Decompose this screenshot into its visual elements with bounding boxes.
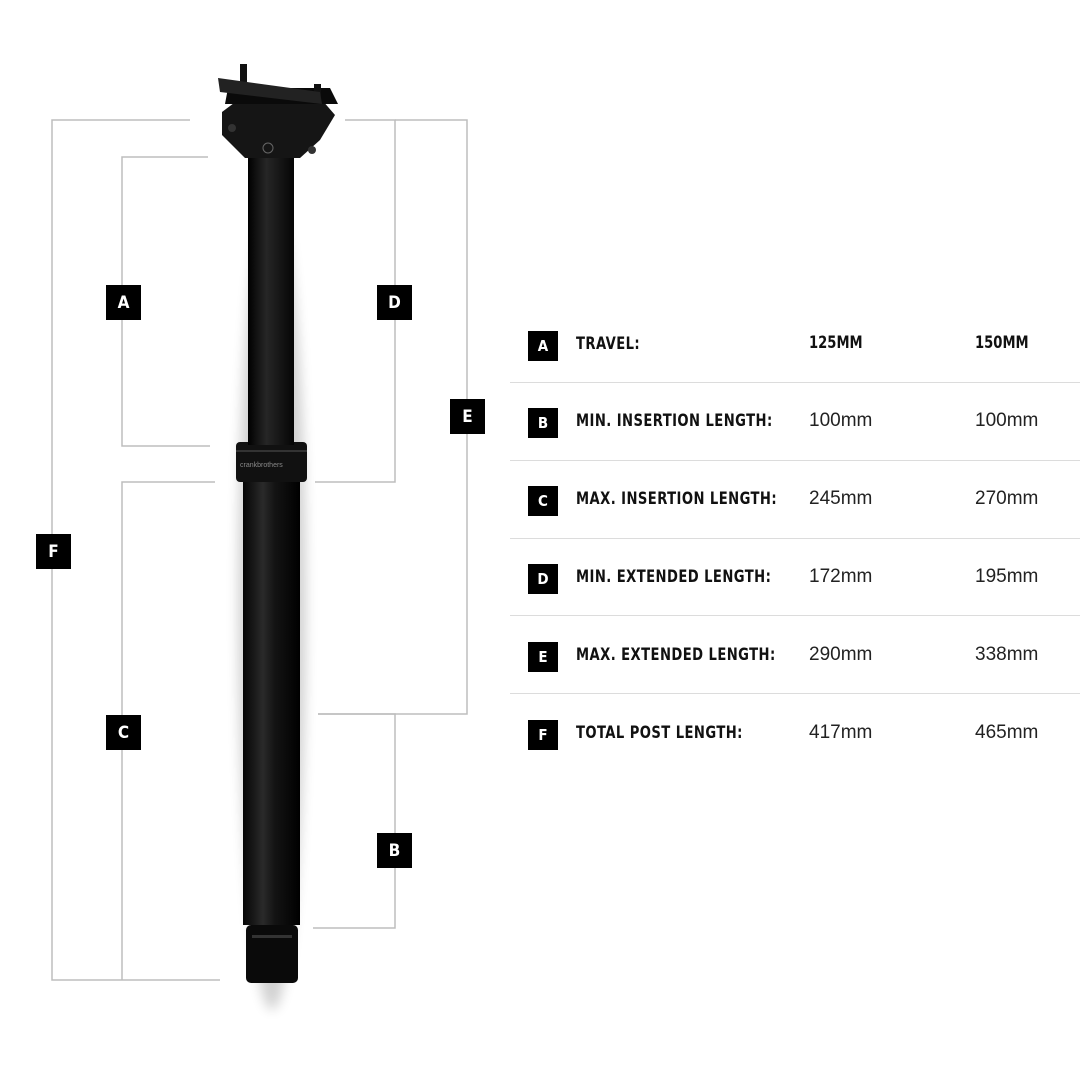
spec-badge: E <box>528 642 558 672</box>
collar-brand-text: crankbrothers <box>240 462 283 469</box>
upper-stanchion <box>248 150 294 445</box>
spec-header-150mm: 150MM <box>975 333 1029 353</box>
spec-label: MAX. INSERTION LENGTH: <box>576 489 778 509</box>
spec-divider <box>510 615 1080 616</box>
spec-label: MAX. EXTENDED LENGTH: <box>576 645 776 665</box>
lower-tube <box>243 470 300 925</box>
spec-value-125: 172mm <box>809 566 873 587</box>
label-badge-a: A <box>106 285 141 320</box>
spec-label: TRAVEL: <box>576 334 641 354</box>
label-badge-b: B <box>377 833 412 868</box>
spec-value-125: 417mm <box>809 722 873 743</box>
spec-row-total-length: F TOTAL POST LENGTH: 417mm 465mm <box>510 700 1080 770</box>
spec-row-max-extended: E MAX. EXTENDED LENGTH: 290mm 338mm <box>510 622 1080 692</box>
spec-value-150: 465mm <box>975 722 1039 743</box>
spec-value-150: 270mm <box>975 488 1039 509</box>
dim-line-e <box>318 119 468 715</box>
spec-value-150: 195mm <box>975 566 1039 587</box>
spec-badge: D <box>528 564 558 594</box>
spec-label: TOTAL POST LENGTH: <box>576 723 743 743</box>
spec-badge: A <box>528 331 558 361</box>
spec-divider <box>510 693 1080 694</box>
spec-value-150: 338mm <box>975 644 1039 665</box>
seat-clamp <box>222 100 335 158</box>
spec-divider <box>510 538 1080 539</box>
spec-row-travel: A TRAVEL: 125MM 150MM <box>510 311 1080 381</box>
label-badge-e: E <box>450 399 485 434</box>
spec-value-125: 290mm <box>809 644 873 665</box>
dim-line-b <box>313 713 396 929</box>
seatpost: crankbrothers <box>218 64 338 983</box>
spec-value-125: 100mm <box>809 410 873 431</box>
bottom-plug <box>246 925 298 983</box>
spec-header-125mm: 125MM <box>809 333 863 353</box>
spec-row-max-insertion: C MAX. INSERTION LENGTH: 245mm 270mm <box>510 466 1080 536</box>
spec-badge: F <box>528 720 558 750</box>
spec-value-125: 245mm <box>809 488 873 509</box>
dim-line-c <box>121 481 215 980</box>
label-badge-c: C <box>106 715 141 750</box>
spec-divider <box>510 382 1080 383</box>
spec-row-min-extended: D MIN. EXTENDED LENGTH: 172mm 195mm <box>510 544 1080 614</box>
spec-badge: C <box>528 486 558 516</box>
label-badge-f: F <box>36 534 71 569</box>
dim-line-f <box>51 119 220 981</box>
spec-value-150: 100mm <box>975 410 1039 431</box>
label-badge-d: D <box>377 285 412 320</box>
spec-divider <box>510 460 1080 461</box>
spec-badge: B <box>528 408 558 438</box>
spec-label: MIN. EXTENDED LENGTH: <box>576 567 772 587</box>
spec-label: MIN. INSERTION LENGTH: <box>576 411 773 431</box>
spec-row-min-insertion: B MIN. INSERTION LENGTH: 100mm 100mm <box>510 388 1080 458</box>
